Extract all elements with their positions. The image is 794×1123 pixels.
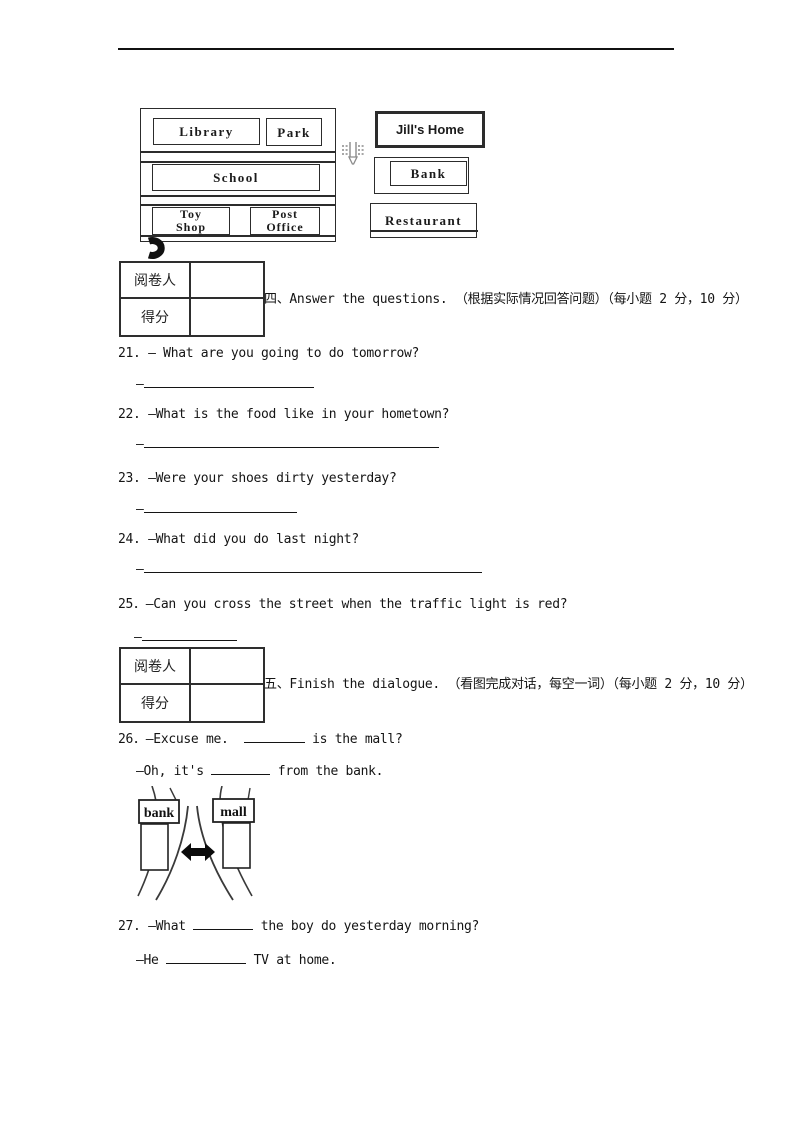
map-street-line [140,151,335,153]
answer-21-blank [143,374,314,388]
question-26-line1-suffix: is the mall? [304,732,403,747]
map-street-line [140,195,335,197]
mall-sign-label: mall [220,805,247,820]
answer-line-22: — [136,434,439,453]
question-25: 25．—Can you cross the street when the tr… [118,596,568,613]
question-26-line2-suffix: from the bank. [270,764,384,779]
question-23-text: —Were your shoes dirty yesterday? [148,471,397,486]
question-27-line2: —He TV at home. [136,950,337,969]
score-input-cell [191,685,263,721]
answer-23-blank [143,499,297,513]
map-street-line [140,161,335,163]
school-label: School [213,170,259,185]
reviewer-label-cell: 阅卷人 [121,263,191,299]
question-21: 21. — What are you going to do tomorrow? [118,345,419,362]
map-building-bank: Bank [390,161,467,186]
score-label-cell: 得分 [121,299,191,335]
map-restaurant-divider [370,230,478,232]
map-street-line [140,204,335,206]
question-27-line2-prefix: —He [136,953,167,968]
section-five-title: 五、Finish the dialogue. （看图完成对话，每空一词）（每小题… [264,677,753,692]
score-input-cell [191,299,263,335]
map-street-line [140,235,335,237]
answer-22-blank [143,434,439,448]
bank-label: Bank [410,166,447,181]
question-24-text: —What did you do last night? [148,532,359,547]
section-four-title: 四、Answer the questions. （根据实际情况回答问题）（每小题… [264,292,748,307]
question-27-number: 27. [118,919,149,934]
question-26-number: 26． [118,732,146,747]
answer-24-blank [143,559,482,573]
question-26-blank-2 [211,761,271,775]
answer-23-dash: — [136,502,144,517]
grading-table-section-five: 阅卷人 得分 [119,647,265,723]
map-left-block-frame [140,108,336,242]
reviewer-input-cell [191,649,263,685]
answer-25-blank [141,627,237,641]
question-25-number: 25． [118,597,146,612]
bank-mall-figure: bank mall [125,786,265,904]
question-26-line1: 26．—Excuse me. is the mall? [118,729,403,748]
question-24: 24. —What did you do last night? [118,531,359,548]
reviewer-label-cell: 阅卷人 [121,649,191,685]
map-building-jills-home: Jill's Home [375,111,485,148]
question-27-blank-1 [193,916,254,930]
map-building-school: School [152,164,320,191]
question-22-number: 22. [118,407,149,422]
answer-line-21: — [136,374,314,393]
jills-home-label: Jill's Home [395,122,465,137]
map-building-restaurant: Restaurant [370,203,477,238]
question-27-blank-2 [166,950,247,964]
double-arrow-icon [181,843,215,861]
question-22-text: —What is the food like in your hometown? [148,407,450,422]
reviewer-input-cell [191,263,263,299]
score-label-cell: 得分 [121,685,191,721]
question-26-blank-1 [243,729,305,743]
question-21-number: 21. [118,346,149,361]
answer-line-25: — [134,627,237,646]
question-26-line2: —Oh, it's from the bank. [136,761,383,780]
map-building-park: Park [266,118,322,146]
map-building-library: Library [153,118,260,145]
question-22: 22. —What is the food like in your homet… [118,406,449,423]
traffic-light-icon [342,142,364,165]
library-label: Library [179,124,234,139]
answer-22-dash: — [136,437,144,452]
header-rule [118,48,674,50]
question-26-line2-prefix: —Oh, it's [136,764,212,779]
answer-24-dash: — [136,562,144,577]
question-24-number: 24. [118,532,149,547]
answer-25-dash: — [134,630,142,645]
question-26-line1-prefix: —Excuse me. [145,732,244,747]
question-23-number: 23. [118,471,149,486]
grading-table-section-four: 阅卷人 得分 [119,261,265,337]
question-21-text: — What are you going to do tomorrow? [148,346,420,361]
question-25-text: —Can you cross the street when the traff… [145,597,568,612]
question-23: 23. —Were your shoes dirty yesterday? [118,470,397,487]
restaurant-label: Restaurant [384,213,463,228]
question-27-line1-suffix: the boy do yesterday morning? [253,919,480,934]
turn-arrow-icon [147,237,165,259]
question-27-line1: 27. —What the boy do yesterday morning? [118,916,479,935]
answer-line-23: — [136,499,297,518]
question-27-line1-prefix: —What [148,919,194,934]
map-bank-outer-frame [374,157,469,194]
answer-21-dash: — [136,377,144,392]
answer-line-24: — [136,559,482,578]
park-label: Park [277,124,311,140]
question-27-line2-suffix: TV at home. [246,953,337,968]
bank-sign-label: bank [144,806,175,821]
